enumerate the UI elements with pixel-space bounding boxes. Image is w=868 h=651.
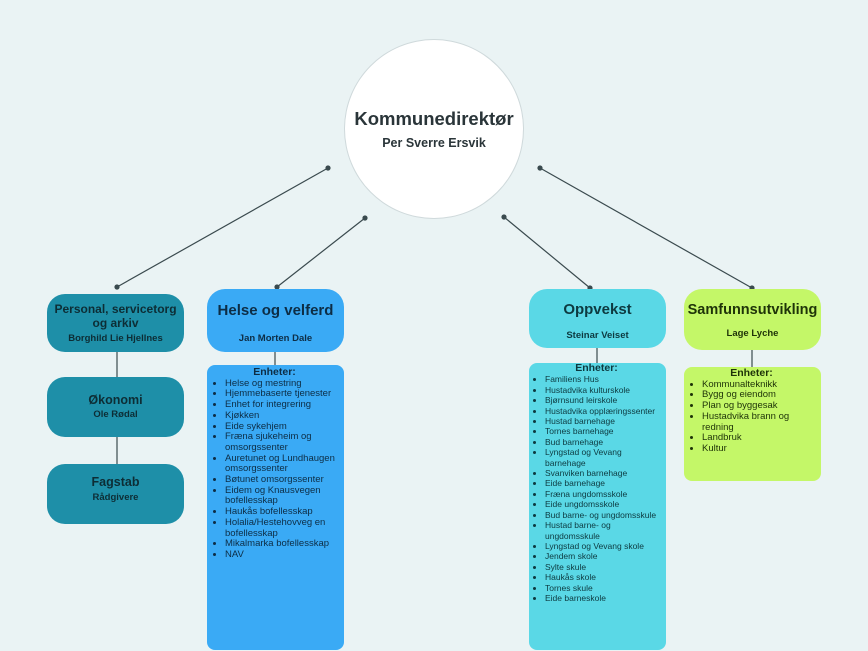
unit-item: Jendem skole	[545, 551, 662, 561]
unit-item: Bjørnsund leirskole	[545, 395, 662, 405]
connector-staff	[116, 167, 329, 288]
unit-item: Hjemmebaserte tjenester	[225, 389, 340, 400]
unit-item: Hustad barnehage	[545, 416, 662, 426]
connector-dot	[537, 165, 543, 171]
units-list-helse: Enheter: Helse og mestringHjemmebaserte …	[207, 365, 344, 650]
staff-title: Økonomi	[88, 393, 143, 407]
unit-item: Bøtunet omsorgssenter	[225, 474, 340, 486]
unit-item: Holalia/Hestehovveg en bofellesskap	[225, 517, 340, 539]
director-title: Kommunedirektør	[354, 108, 514, 129]
unit-item: Lyngstad og Vevang barnehage	[545, 447, 662, 468]
unit-item: Haukås skole	[545, 572, 662, 582]
sector-leader: Steinar Veiset	[566, 330, 629, 341]
sector-title: Helse og velferd	[217, 302, 334, 319]
unit-item: Hustadvika brann og redning	[702, 411, 817, 433]
sector-title: Samfunnsutvikling	[687, 302, 818, 318]
unit-item: Plan og byggesak	[702, 400, 817, 412]
unit-item: Enhet for integrering	[225, 399, 340, 411]
staff-node-okonomi: Økonomi Ole Rødal	[47, 377, 184, 437]
unit-item: Auretunet og Lundhaugen omsorgssenter	[225, 453, 340, 475]
staff-title: Personal, servicetorg og arkiv	[54, 302, 177, 330]
units-heading: Enheter:	[730, 367, 773, 379]
unit-item: Eidem og Knausvegen bofellesskap	[225, 485, 340, 507]
sector-node-oppvekst: Oppvekst Steinar Veiset	[529, 289, 666, 348]
staff-name: Rådgivere	[92, 492, 139, 503]
connector-helse	[276, 217, 366, 288]
sector-node-samfunn: Samfunnsutvikling Lage Lyche	[684, 289, 821, 350]
unit-item: Bud barne- og ungdomsskule	[545, 510, 662, 520]
units-heading: Enheter:	[253, 366, 296, 378]
units-list-oppvekst: Enheter: Familiens HusHustadvika kulturs…	[529, 363, 666, 650]
unit-item: Helse og mestring	[225, 378, 340, 390]
staff-name: Borghild Lie Hjellnes	[68, 333, 163, 344]
director-name: Per Sverre Ersvik	[382, 136, 486, 150]
unit-item: NAV	[225, 549, 340, 561]
units-heading: Enheter:	[575, 362, 618, 374]
unit-item: Mikalmarka bofellesskap	[225, 539, 340, 550]
unit-item: Lyngstad og Vevang skole	[545, 541, 662, 551]
unit-item: Eide barneskole	[545, 593, 662, 603]
sector-node-helse: Helse og velferd Jan Morten Dale	[207, 289, 344, 352]
staff-name: Ole Rødal	[93, 409, 138, 420]
units-items: Helse og mestringHjemmebaserte tjenester…	[209, 378, 340, 561]
connector-dot	[114, 284, 120, 290]
staff-title: Fagstab	[91, 475, 140, 489]
sector-title: Oppvekst	[563, 301, 632, 318]
sector-leader: Lage Lyche	[726, 328, 779, 339]
unit-item: Tornes skule	[545, 583, 662, 593]
connector-oppvekst	[503, 216, 591, 289]
sector-leader: Jan Morten Dale	[238, 333, 313, 344]
unit-item: Landbruk	[702, 433, 817, 444]
unit-item: Kultur	[702, 443, 817, 455]
units-list-samfunn: Enheter: KommunalteknikkBygg og eiendomP…	[684, 367, 821, 481]
unit-item: Fræna sjukeheim og omsorgssenter	[225, 431, 340, 453]
connector-samfunn	[539, 167, 753, 289]
connector-dot	[362, 215, 368, 221]
connector-dot	[325, 165, 331, 171]
unit-item: Tornes barnehage	[545, 426, 662, 436]
unit-item: Bygg og eiendom	[702, 390, 817, 401]
unit-item: Svanviken barnehage	[545, 468, 662, 478]
unit-item: Hustadvika opplæringssenter	[545, 406, 662, 416]
connector-dot	[501, 214, 507, 220]
unit-item: Fræna ungdomsskole	[545, 489, 662, 499]
unit-item: Eide barnehage	[545, 478, 662, 488]
staff-node-fagstab: Fagstab Rådgivere	[47, 464, 184, 524]
unit-item: Eide ungdomsskole	[545, 499, 662, 509]
director-node: Kommunedirektør Per Sverre Ersvik	[345, 40, 523, 218]
unit-item: Hustad barne- og ungdomsskule	[545, 520, 662, 541]
staff-node-personal: Personal, servicetorg og arkiv Borghild …	[47, 294, 184, 352]
unit-item: Hustadvika kulturskole	[545, 385, 662, 395]
unit-item: Eide sykehjem	[225, 421, 340, 433]
unit-item: Sylte skule	[545, 562, 662, 572]
unit-item: Kommunalteknikk	[702, 379, 817, 391]
units-items: KommunalteknikkBygg og eiendomPlan og by…	[686, 379, 817, 455]
units-items: Familiens HusHustadvika kulturskoleBjørn…	[531, 374, 662, 603]
unit-item: Bud barnehage	[545, 437, 662, 447]
unit-item: Haukås bofellesskap	[225, 506, 340, 518]
unit-item: Familiens Hus	[545, 374, 662, 384]
unit-item: Kjøkken	[225, 410, 340, 422]
